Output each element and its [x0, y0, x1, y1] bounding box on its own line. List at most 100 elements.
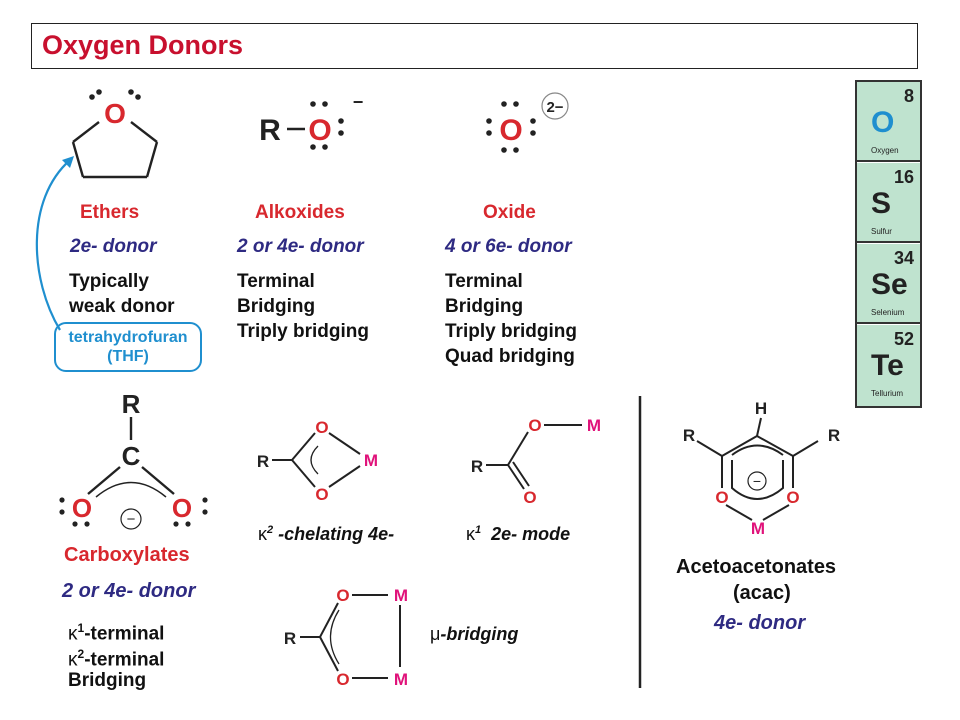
caption-text: 2e- mode — [481, 524, 571, 544]
acac-minus-circle — [747, 471, 767, 491]
element-name: Oxygen — [871, 146, 899, 155]
acac-o-right: O — [786, 488, 799, 507]
monodentate-caption: κ1 2e- mode — [466, 524, 570, 545]
carboxylate-lone-pairs — [59, 497, 208, 527]
carboxylate-o-right: O — [172, 493, 192, 523]
element-symbol: S — [871, 187, 892, 220]
alkoxide-charge: − — [353, 92, 364, 112]
alkoxides-desc-1: Terminal — [237, 271, 315, 292]
acac-structure — [696, 417, 819, 521]
carboxylate-mode-2: κ2-terminal — [68, 642, 164, 672]
ethers-label: Ethers — [80, 202, 140, 223]
thf-arrow — [35, 159, 71, 331]
kappa-symbol: κ — [68, 649, 78, 671]
carboxylate-minus: − — [127, 511, 136, 528]
acac-donor: 4e- donor — [714, 612, 806, 634]
oxide-donor: 4 or 6e- donor — [445, 236, 572, 257]
mode-text: -terminal — [84, 623, 165, 645]
element-tellurium: 52 Te Tellurium — [857, 325, 920, 406]
alkoxide-oxygen: O — [308, 114, 331, 147]
oxide-label: Oxide — [483, 202, 536, 223]
alkoxides-desc-3: Triply bridging — [237, 321, 369, 342]
carboxylate-mode-3: Bridging — [68, 670, 147, 691]
carboxylate-mode-1: κ1-terminal — [68, 616, 164, 646]
monodentate-r: R — [471, 457, 483, 476]
element-oxygen: 8 O Oxygen — [857, 82, 920, 162]
element-sulfur: 16 S Sulfur — [857, 163, 920, 243]
kappa-symbol: κ — [258, 524, 267, 544]
chelating-structure — [272, 432, 361, 488]
thf-structure — [71, 121, 159, 179]
monodentate-structure — [486, 424, 582, 490]
element-symbol: Te — [871, 349, 904, 382]
kappa-superscript: 1 — [475, 524, 482, 536]
thf-label-1: tetrahydrofuran — [68, 329, 188, 346]
kappa-superscript: 2 — [77, 647, 85, 661]
caption-text: -chelating 4e- — [273, 524, 395, 544]
element-symbol: Se — [871, 268, 908, 301]
oxide-oxygen: O — [499, 114, 522, 147]
chelating-caption: κ2 -chelating 4e- — [258, 524, 394, 545]
carboxylates-donor: 2 or 4e- donor — [62, 580, 196, 602]
carboxylate-minus-circle — [120, 508, 142, 530]
acac-metal: M — [751, 519, 765, 538]
bridging-metal-bottom: M — [394, 670, 408, 689]
oxide-charge: 2− — [546, 99, 563, 116]
carboxylate-c: C — [122, 441, 141, 471]
oxide-desc-3: Triply bridging — [445, 321, 577, 342]
element-symbol: O — [871, 106, 895, 139]
element-selenium: 34 Se Selenium — [857, 244, 920, 324]
bridging-metal-top: M — [394, 586, 408, 605]
thf-oxygen: O — [104, 98, 126, 129]
carboxylate-co-left — [87, 466, 121, 495]
element-number: 16 — [893, 167, 914, 187]
thf-lone-pairs — [89, 89, 141, 100]
acac-label-2: (acac) — [733, 582, 791, 604]
chelating-o-top: O — [315, 418, 328, 437]
bridging-o-bottom: O — [336, 670, 349, 689]
title-box: Oxygen Donors — [31, 23, 918, 69]
element-name: Sulfur — [871, 227, 892, 236]
bridging-caption: μ-bridging — [430, 624, 518, 645]
alkoxide-r: R — [259, 114, 281, 147]
acac-label-1: Acetoacetonates — [676, 556, 837, 578]
oxide-desc-2: Bridging — [445, 296, 524, 317]
alkoxides-label: Alkoxides — [255, 202, 345, 223]
thf-label-2: (THF) — [107, 348, 149, 365]
monodentate-metal: M — [587, 416, 601, 435]
page-title: Oxygen Donors — [42, 30, 244, 60]
acac-r-right: R — [828, 426, 840, 445]
bridging-o-top: O — [336, 586, 349, 605]
carboxylate-r: R — [122, 389, 141, 419]
element-number: 52 — [893, 329, 914, 349]
mu-symbol: μ — [430, 624, 441, 644]
carboxylate-o-left: O — [72, 493, 92, 523]
acac-minus: − — [753, 473, 761, 489]
periodic-group-16: 8 O Oxygen 16 S Sulfur 34 Se Selenium 52… — [855, 80, 922, 408]
ethers-desc-1: Typically — [69, 271, 149, 292]
chelating-r: R — [257, 452, 269, 471]
bridging-structure — [300, 594, 401, 679]
element-name: Tellurium — [871, 389, 904, 398]
acac-h: H — [755, 399, 767, 418]
element-number: 34 — [893, 248, 914, 268]
chelating-metal: M — [364, 451, 378, 470]
oxide-lone-pairs — [486, 101, 536, 153]
oxide-desc-4: Quad bridging — [445, 346, 575, 367]
acac-o-left: O — [715, 488, 728, 507]
element-number: 8 — [903, 86, 914, 106]
bridging-r: R — [284, 629, 296, 648]
oxide-charge-circle — [541, 92, 569, 120]
mode-text: -terminal — [84, 649, 165, 671]
caption-text: -bridging — [440, 624, 519, 644]
kappa-symbol: κ — [68, 623, 78, 645]
thf-arrowhead-icon — [62, 156, 74, 168]
oxide-desc-1: Terminal — [445, 271, 523, 292]
kappa-superscript: 2 — [267, 524, 274, 536]
kappa-superscript: 1 — [77, 621, 85, 635]
alkoxide-lone-pairs — [310, 101, 344, 150]
carboxylates-label: Carboxylates — [64, 544, 190, 566]
carboxylate-co-right — [141, 466, 175, 495]
element-name: Selenium — [871, 308, 905, 317]
